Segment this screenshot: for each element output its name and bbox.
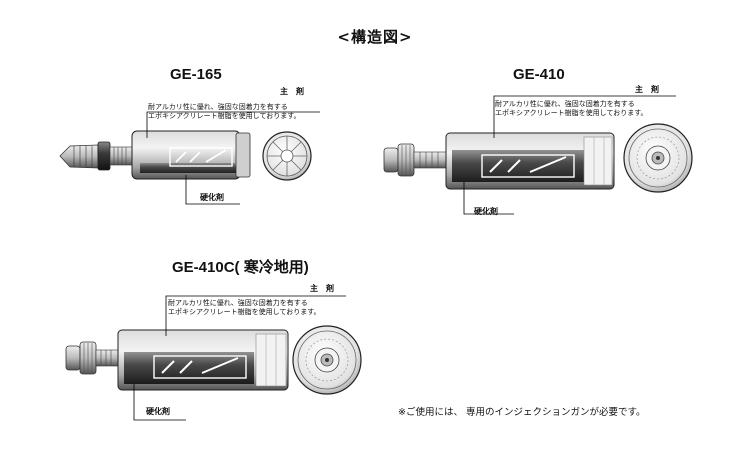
main-agent-label-ge410c: 主 剤 — [310, 284, 334, 293]
usage-note: ※ご使用には、 専用のインジェクションガンが必要です。 — [398, 407, 646, 418]
description-line1-ge410: 耐アルカリ性に優れ、強固な固着力を有する — [495, 100, 635, 108]
main-agent-label-ge410: 主 剤 — [635, 85, 659, 94]
hardener-label-ge165: 硬化剤 — [200, 193, 224, 202]
end-view-ge165 — [262, 131, 312, 181]
end-view-ge410 — [623, 123, 693, 193]
leader-main-ge165 — [146, 111, 320, 138]
page-title: <構造図> — [337, 28, 413, 46]
hardener-label-ge410c: 硬化剤 — [146, 407, 170, 416]
description-line1-ge165: 耐アルカリ性に優れ、強固な固着力を有する — [148, 103, 288, 111]
leader-hardener-ge165 — [185, 175, 240, 205]
cartridge-ge410c — [65, 329, 289, 391]
end-view-ge410c — [292, 325, 362, 395]
model-label-ge410: GE-410 — [513, 66, 565, 83]
description-line2-ge410: エポキシアクリレート樹脂を使用しております。 — [495, 109, 648, 117]
cartridge-ge410 — [383, 132, 615, 190]
leader-hardener-ge410c — [133, 384, 186, 421]
main-agent-label-ge165: 主 剤 — [280, 87, 304, 96]
leader-main-ge410c — [165, 295, 346, 336]
description-line2-ge165: エポキシアクリレート樹脂を使用しております。 — [148, 112, 301, 120]
model-label-ge410c: GE-410C( 寒冷地用) — [172, 259, 309, 276]
cartridge-ge165 — [59, 130, 251, 180]
description-line1-ge410c: 耐アルカリ性に優れ、強固な固着力を有する — [168, 299, 308, 307]
hardener-label-ge410: 硬化剤 — [474, 207, 498, 216]
leader-main-ge410 — [493, 95, 676, 138]
leader-hardener-ge410 — [463, 182, 514, 215]
description-line2-ge410c: エポキシアクリレート樹脂を使用しております。 — [168, 308, 321, 316]
model-label-ge165: GE-165 — [170, 66, 222, 83]
